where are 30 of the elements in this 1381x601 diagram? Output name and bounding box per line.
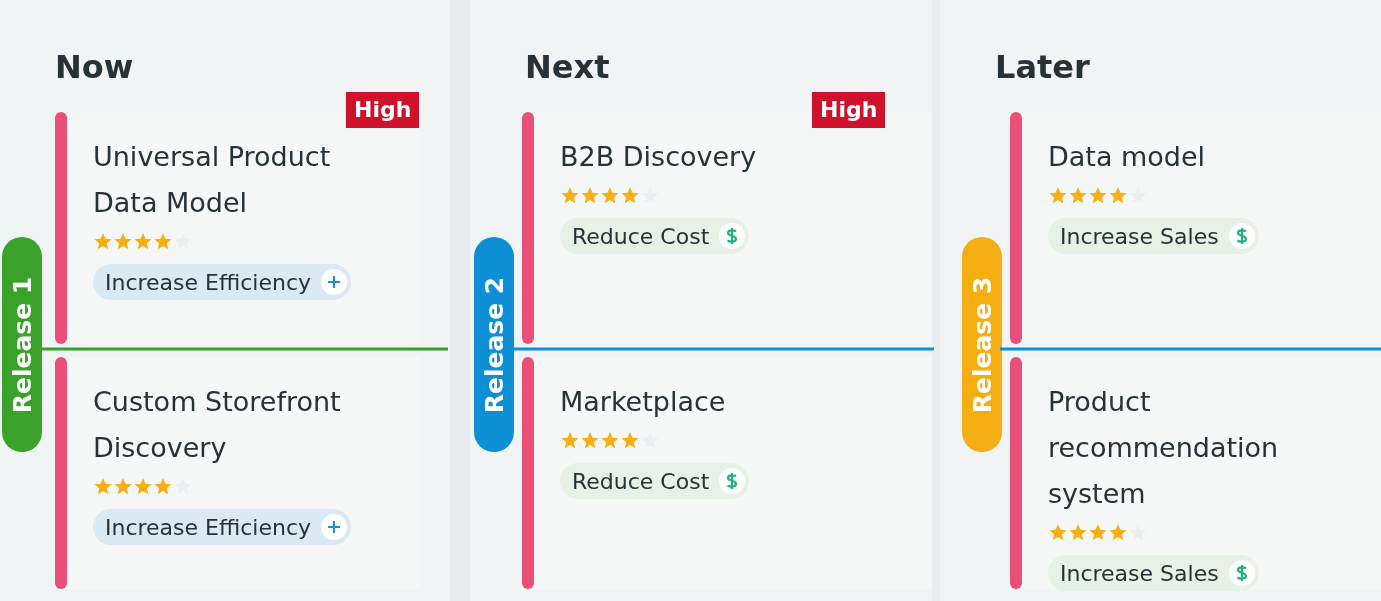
release-label: Release 2 [479, 276, 509, 413]
column-panel [0, 0, 450, 601]
goal-tag: Reduce Cost [560, 463, 750, 499]
card-title: Product recommendation system [1048, 385, 1280, 511]
feature-card [1010, 357, 1381, 589]
column-heading: Now [55, 48, 134, 86]
card-title: Marketplace [560, 385, 727, 419]
goal-tag: Reduce Cost [560, 218, 750, 254]
release-pill [474, 237, 514, 452]
release-pill [962, 237, 1002, 452]
card-title: B2B Discovery [560, 140, 758, 174]
column-heading: Next [525, 48, 610, 86]
card-title: Custom Storefront Discovery [93, 385, 342, 465]
priority-badge: High [812, 92, 886, 128]
release-label: Release 3 [967, 276, 997, 413]
goal-tag: Increase Sales [1048, 218, 1259, 254]
card-title: Universal Product Data Model [93, 140, 332, 220]
feature-card [522, 357, 932, 589]
release-pill [2, 237, 42, 452]
goal-tag: Increase Efficiency [93, 264, 352, 300]
column-panel [470, 0, 932, 601]
column-heading: Later [995, 48, 1090, 86]
release-label: Release 1 [7, 276, 37, 413]
card-title: Data model [1048, 140, 1207, 174]
feature-card [55, 357, 420, 589]
goal-tag: Increase Efficiency [93, 509, 352, 545]
priority-badge: High [346, 92, 420, 128]
feature-card [1010, 112, 1381, 344]
column-panel [940, 0, 1381, 601]
goal-tag: Increase Sales [1048, 555, 1259, 591]
